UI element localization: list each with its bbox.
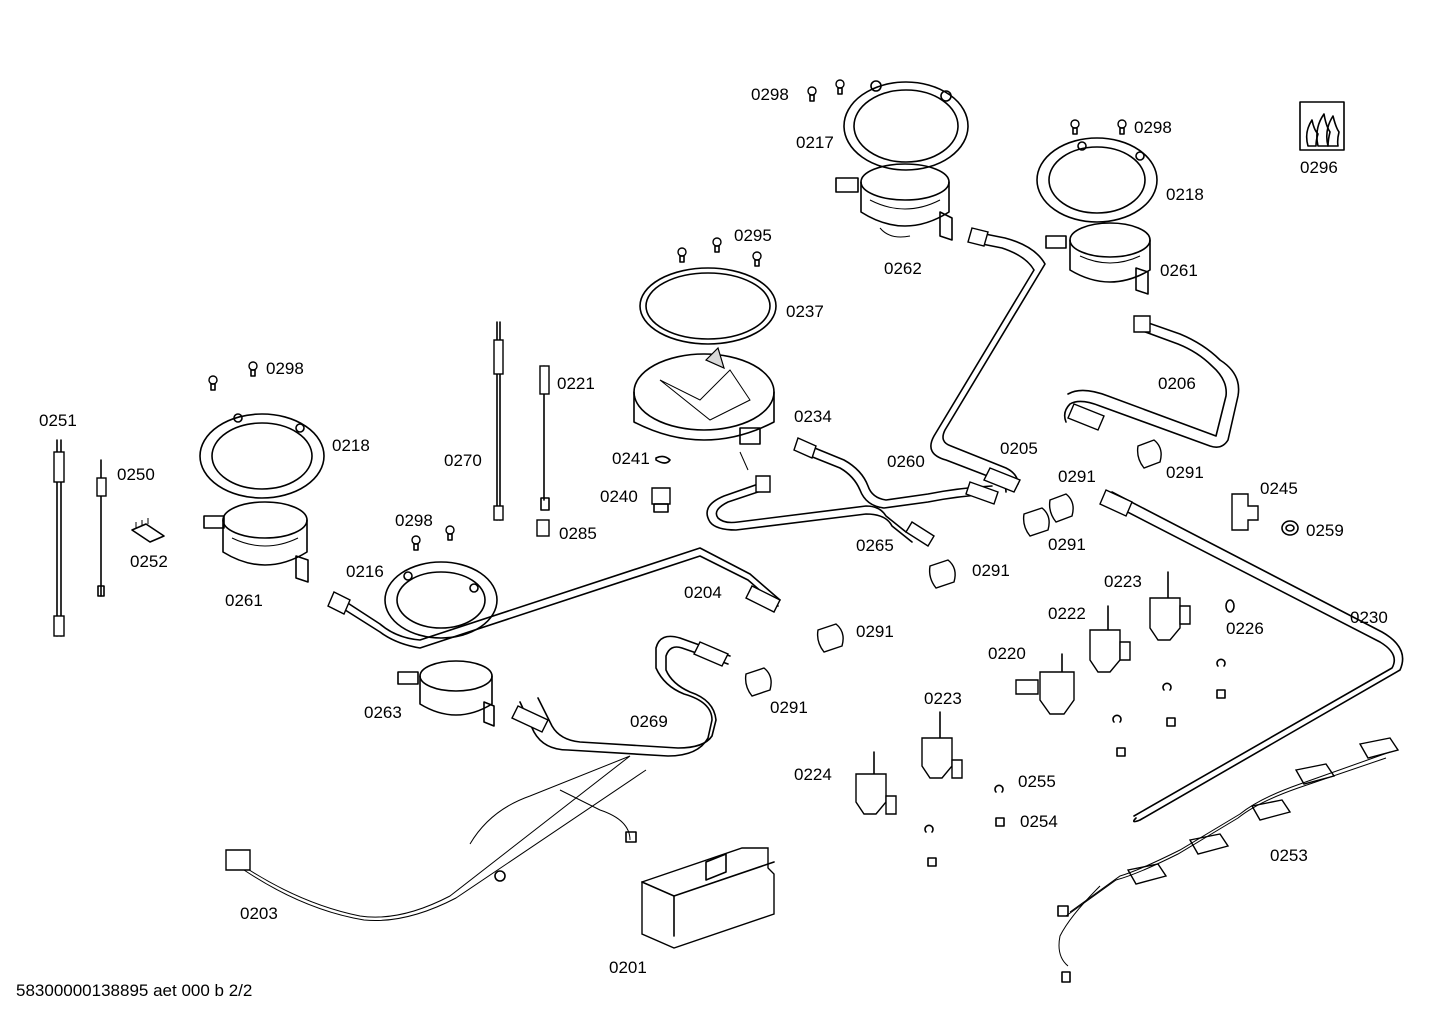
callout-0291: 0291 <box>1048 535 1086 554</box>
callout-0260: 0260 <box>887 452 925 471</box>
callout-0263: 0263 <box>364 703 402 722</box>
callout-0250: 0250 <box>117 465 155 484</box>
callout-0206: 0206 <box>1158 374 1196 393</box>
burner-assembly-rear-right <box>1036 119 1158 295</box>
callout-0240: 0240 <box>600 487 638 506</box>
callout-0259: 0259 <box>1306 521 1344 540</box>
callout-0265: 0265 <box>856 536 894 555</box>
callout-0223: 0223 <box>924 689 962 708</box>
gas-valve-set <box>855 571 1191 815</box>
nut-set <box>744 439 1299 697</box>
callout-0291: 0291 <box>972 561 1010 580</box>
callout-0296: 0296 <box>1300 158 1338 177</box>
spark-generator-module <box>641 847 775 949</box>
burner-assembly-rear-left <box>807 79 969 241</box>
callout-0224: 0224 <box>794 765 832 784</box>
callout-0298: 0298 <box>1134 118 1172 137</box>
callout-0298: 0298 <box>266 359 304 378</box>
callout-0222: 0222 <box>1048 604 1086 623</box>
callout-0216: 0216 <box>346 562 384 581</box>
callout-0270: 0270 <box>444 451 482 470</box>
callout-0226: 0226 <box>1226 619 1264 638</box>
callout-0269: 0269 <box>630 712 668 731</box>
callout-0291: 0291 <box>770 698 808 717</box>
callout-0261: 0261 <box>1160 261 1198 280</box>
document-footer-code: 58300000138895 aet 000 b 2/2 <box>16 981 253 1000</box>
callout-0245: 0245 <box>1260 479 1298 498</box>
callout-0298: 0298 <box>751 85 789 104</box>
callout-0291: 0291 <box>856 622 894 641</box>
gas-pipe-network <box>225 227 1404 921</box>
callout-0241: 0241 <box>612 449 650 468</box>
clip-spring-set <box>924 658 1226 867</box>
callout-0291: 0291 <box>1166 463 1204 482</box>
callout-0203: 0203 <box>240 904 278 923</box>
callout-0285: 0285 <box>559 524 597 543</box>
callout-0230: 0230 <box>1350 608 1388 627</box>
burner-assembly-front-center <box>384 525 498 727</box>
callout-0261: 0261 <box>225 591 263 610</box>
callout-0237: 0237 <box>786 302 824 321</box>
callout-0253: 0253 <box>1270 846 1308 865</box>
callout-0223: 0223 <box>1104 572 1142 591</box>
callout-0251: 0251 <box>39 411 77 430</box>
callout-0217: 0217 <box>796 133 834 152</box>
callout-0220: 0220 <box>988 644 1026 663</box>
callout-0255: 0255 <box>1018 772 1056 791</box>
callout-0254: 0254 <box>1020 812 1058 831</box>
burner-assembly-center <box>633 237 777 513</box>
burner-assembly-front-left <box>199 361 325 583</box>
callout-0201: 0201 <box>609 958 647 977</box>
callout-0218: 0218 <box>332 436 370 455</box>
thermocouple-group-center <box>493 321 550 537</box>
callout-0252: 0252 <box>130 552 168 571</box>
callout-0221: 0221 <box>557 374 595 393</box>
callout-0291: 0291 <box>1058 467 1096 486</box>
callout-0295: 0295 <box>734 226 772 245</box>
callout-0262: 0262 <box>884 259 922 278</box>
callout-0218: 0218 <box>1166 185 1204 204</box>
gas-flames-logo-icon <box>1299 101 1345 151</box>
ignition-harness <box>1057 737 1400 983</box>
thermocouple-group-left <box>53 439 165 637</box>
callout-0298: 0298 <box>395 511 433 530</box>
callout-0205: 0205 <box>1000 439 1038 458</box>
callout-0234: 0234 <box>794 407 832 426</box>
callout-0204: 0204 <box>684 583 722 602</box>
